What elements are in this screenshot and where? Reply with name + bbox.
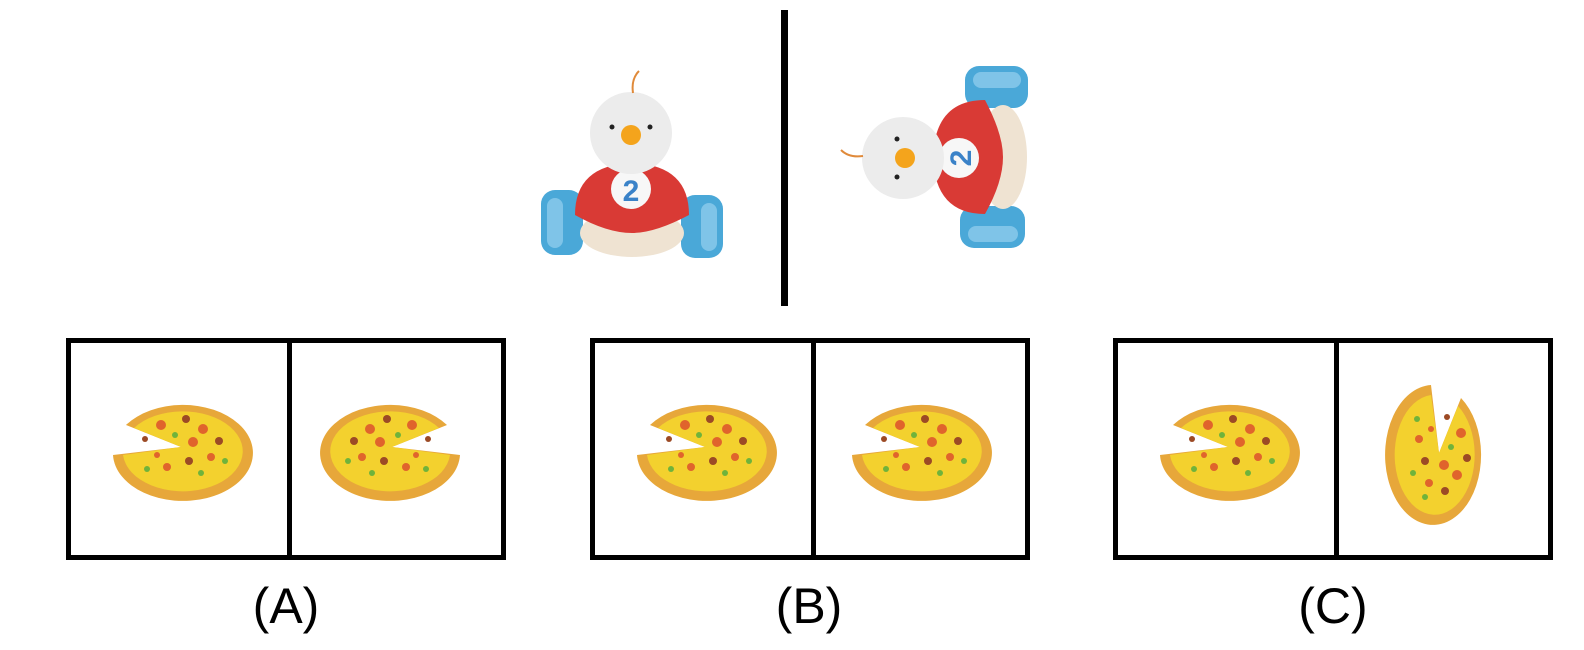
option-a-divider xyxy=(287,343,292,555)
toy-badge-number: 2 xyxy=(623,175,640,208)
option-a-transformed xyxy=(292,343,501,555)
option-a-original xyxy=(71,343,287,555)
option-a-label: (A) xyxy=(252,578,320,634)
option-b-panel[interactable] xyxy=(590,338,1030,560)
option-c-panel[interactable] xyxy=(1113,338,1553,560)
option-b-transformed xyxy=(816,343,1025,555)
option-b-original xyxy=(595,343,811,555)
toy-badge-number-rotated: 2 xyxy=(945,150,978,167)
option-c-label: (C) xyxy=(1298,578,1368,634)
toy-beak xyxy=(621,125,641,145)
toy-badge xyxy=(611,169,651,209)
option-c-divider xyxy=(1334,343,1339,555)
reference-toy-front: 2 xyxy=(541,70,723,258)
option-b-label: (B) xyxy=(775,578,843,634)
option-c-transformed xyxy=(1339,343,1548,555)
option-b-divider xyxy=(811,343,816,555)
option-c-original xyxy=(1118,343,1334,555)
reference-toy-rotated: 2 xyxy=(840,66,1028,248)
option-a-panel[interactable] xyxy=(66,338,506,560)
reference-divider xyxy=(781,10,788,306)
